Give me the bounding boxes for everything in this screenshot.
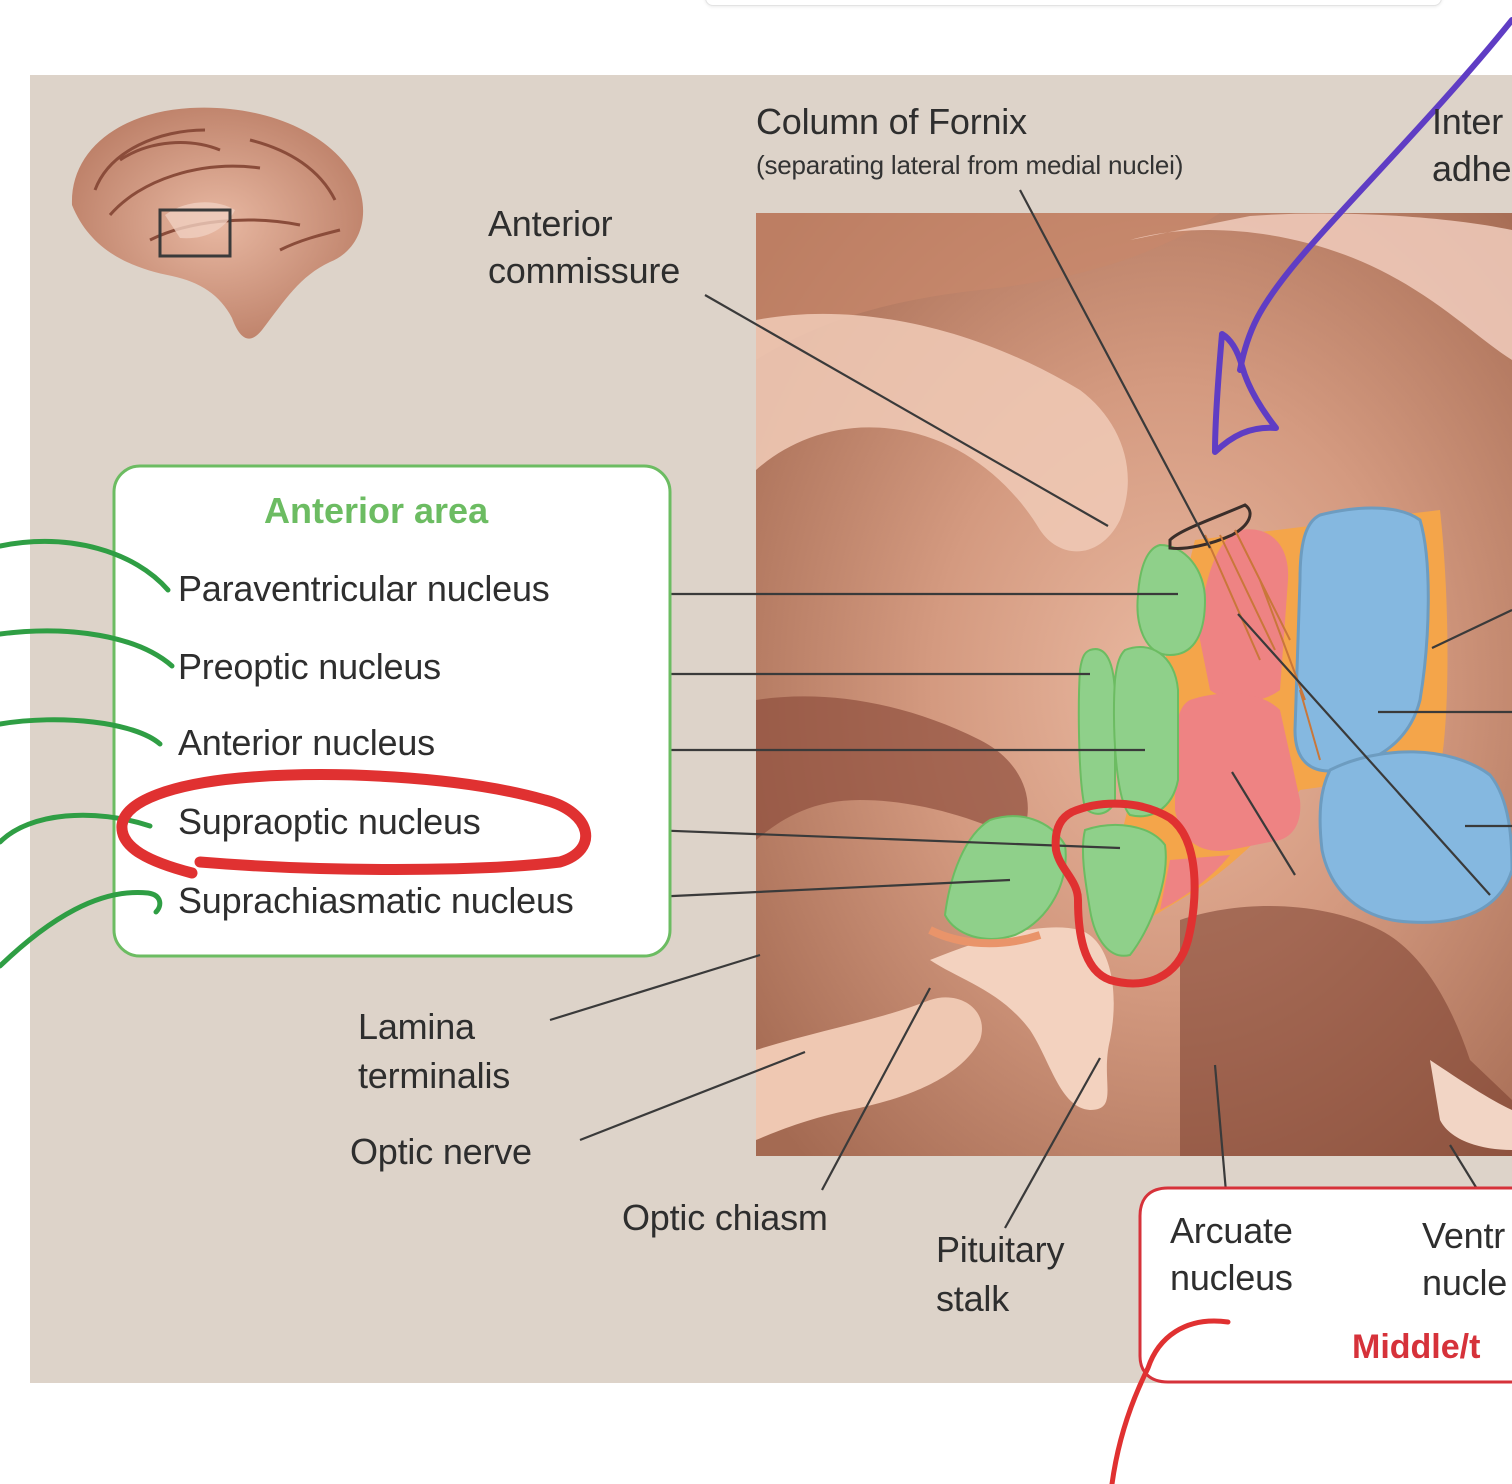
medial-pink-lower	[1175, 693, 1301, 851]
label-column-of-fornix-note: (separating lateral from medial nuclei)	[756, 150, 1184, 180]
thumbnail-highlight-box	[158, 208, 232, 258]
middle-area-box	[1138, 1186, 1512, 1384]
label-pituitary-line1: Pituitary	[936, 1229, 1065, 1270]
red-circle-supraoptic	[116, 769, 592, 879]
label-column-of-fornix: Column of Fornix	[756, 101, 1027, 142]
label-interthalamic-line1: Inter	[1432, 101, 1504, 142]
nuclei-overlay	[928, 503, 1512, 957]
anterior-area-box	[112, 464, 672, 958]
red-pen-stroke	[1109, 1318, 1231, 1484]
label-ventromedial-line1: Ventr	[1422, 1215, 1506, 1256]
label-anterior-commissure-line1: Anterior	[488, 203, 613, 244]
item-preoptic-nucleus: Preoptic nucleus	[178, 646, 441, 687]
label-ventromedial-line2: nucle	[1422, 1262, 1508, 1303]
item-paraventricular-nucleus: Paraventricular nucleus	[178, 568, 550, 609]
green-pen-stroke-2	[0, 628, 175, 669]
item-suprachiasmatic-nucleus: Suprachiasmatic nucleus	[178, 880, 574, 921]
label-anterior-commissure-line2: commissure	[488, 250, 681, 291]
paraventricular-green	[1136, 543, 1207, 657]
pen-annotations	[0, 17, 1512, 1484]
purple-arrow-head	[1212, 331, 1279, 455]
label-arcuate-line1: Arcuate	[1170, 1210, 1293, 1251]
fornix-ellipse	[1168, 503, 1252, 550]
lateral-blue-upper	[1293, 506, 1430, 773]
green-pen-stroke-4	[0, 812, 153, 845]
anterior-nucleus-green	[1112, 645, 1179, 818]
middle-area-title: Middle/t	[1352, 1328, 1481, 1366]
label-interthalamic-line2: adhe	[1432, 148, 1512, 189]
purple-arrow-shaft	[1237, 17, 1512, 373]
green-pen-stroke-3	[0, 717, 163, 747]
anterior-area-title: Anterior area	[264, 490, 489, 531]
green-pen-stroke-1	[0, 539, 171, 593]
label-lamina-line2: terminalis	[358, 1055, 511, 1096]
label-optic-nerve: Optic nerve	[350, 1131, 532, 1172]
label-pituitary-line2: stalk	[936, 1278, 1010, 1319]
item-anterior-nucleus: Anterior nucleus	[178, 722, 435, 763]
red-circle-supraoptic-region	[1051, 799, 1199, 988]
supraoptic-green	[1081, 824, 1167, 957]
label-lamina-line1: Lamina	[358, 1006, 475, 1047]
item-supraoptic-nucleus: Supraoptic nucleus	[178, 801, 481, 842]
suprachiasmatic-green	[943, 815, 1067, 940]
green-pen-stroke-5	[0, 889, 163, 969]
label-optic-chiasm: Optic chiasm	[622, 1197, 828, 1238]
lateral-blue-lower	[1318, 750, 1512, 924]
brain-thumbnail	[71, 107, 364, 339]
label-arcuate-line2: nucleus	[1170, 1257, 1293, 1298]
